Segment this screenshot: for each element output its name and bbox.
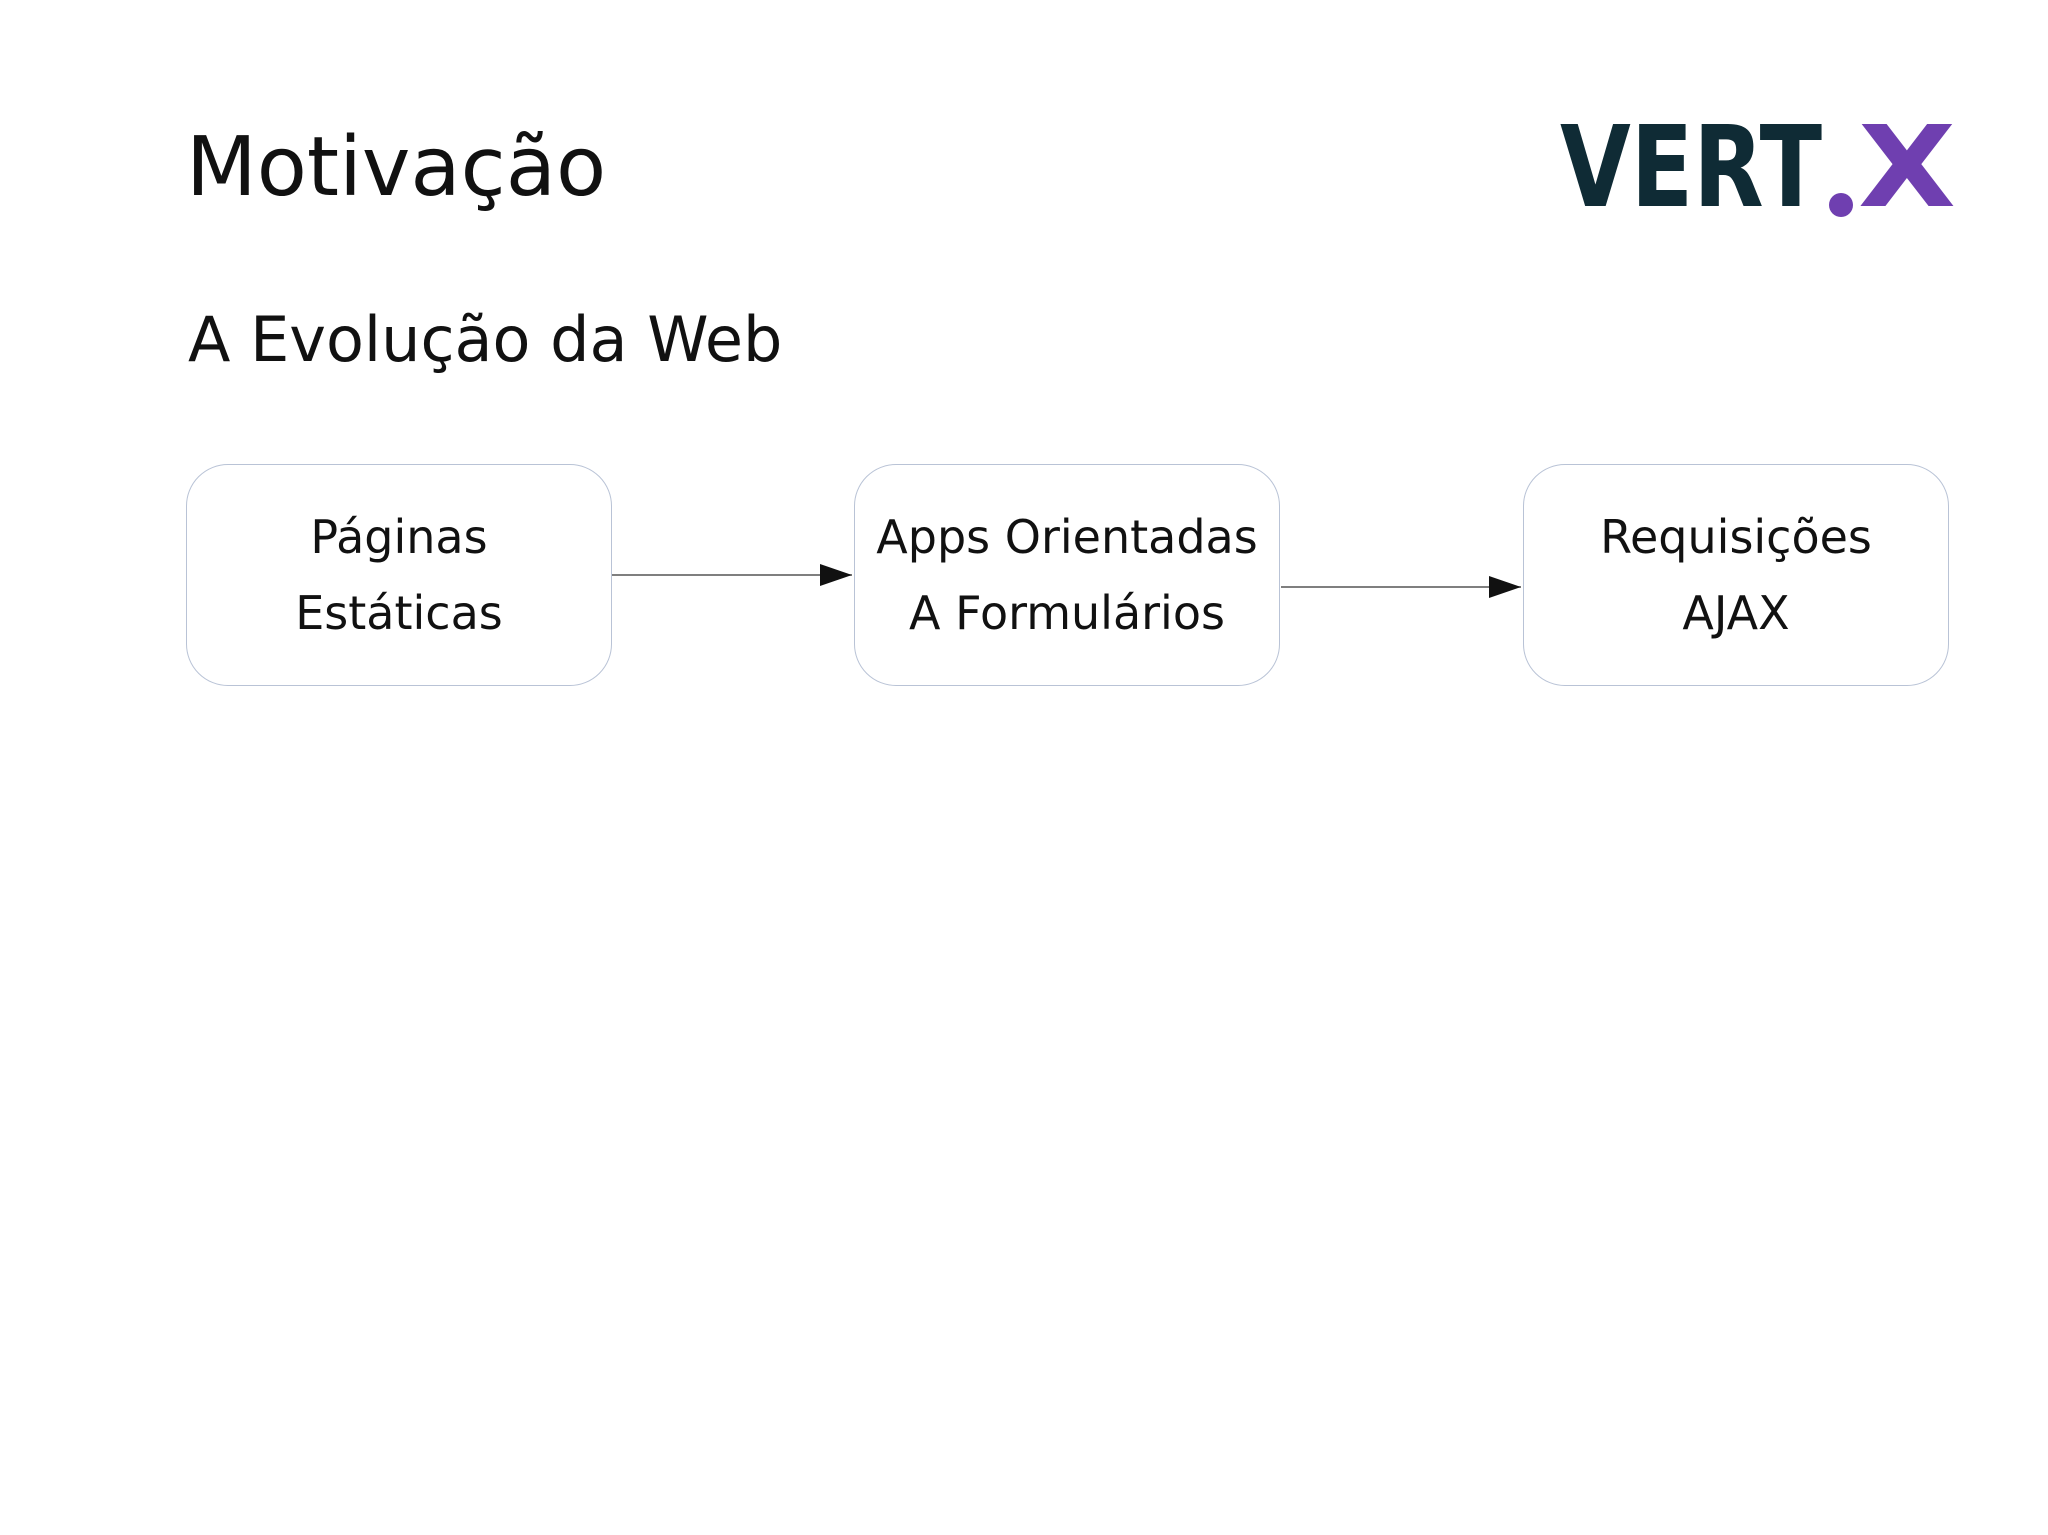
node-form-apps-line-1: Apps Orientadas [876,510,1258,564]
node-static-pages-line-2: Estáticas [295,586,503,640]
logo-dot [1829,193,1853,217]
edge-static-to-forms-arrowhead [820,564,852,586]
slide-subtitle: A Evolução da Web [188,303,783,376]
node-form-apps: Apps Orientadas A Formulários [854,464,1280,686]
logo-text-main: VERT [1560,116,1822,224]
node-static-pages-line-1: Páginas [310,510,488,564]
vertx-logo: VERT X [1560,116,1956,224]
node-ajax-requests-line-2: AJAX [1682,586,1790,640]
edge-forms-to-ajax-arrowhead [1489,576,1521,598]
node-form-apps-line-2: A Formulários [909,586,1225,640]
node-ajax-requests-line-1: Requisições [1600,510,1872,564]
node-ajax-requests: Requisições AJAX [1523,464,1949,686]
slide-title: Motivação [186,120,607,215]
logo-text-x: X [1858,116,1956,224]
node-static-pages: Páginas Estáticas [186,464,612,686]
